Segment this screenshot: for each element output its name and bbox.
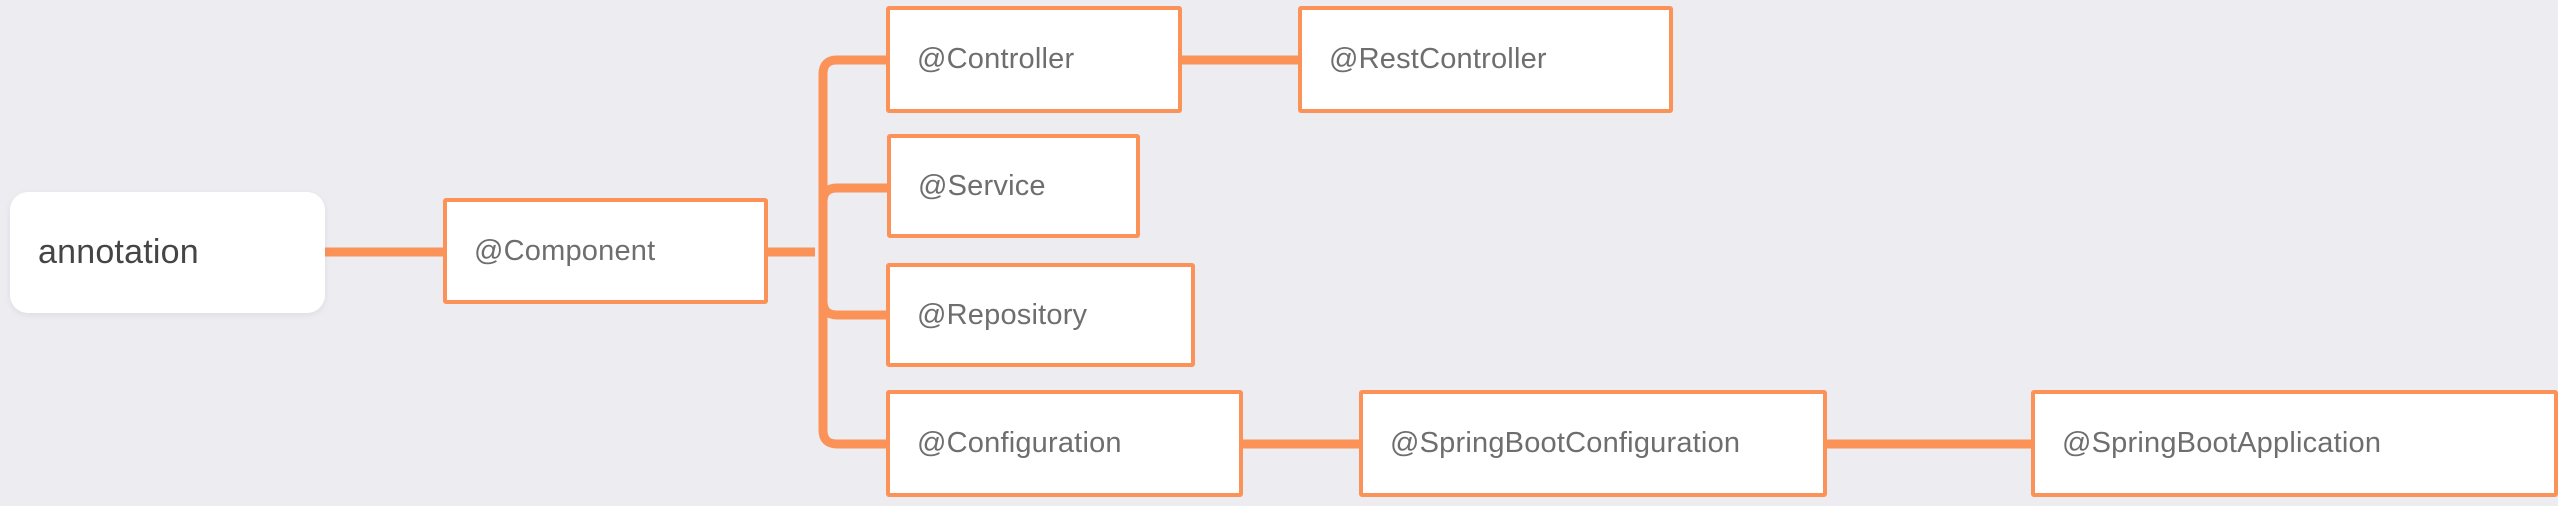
node-label-repository: @Repository [917,298,1088,331]
node-label-springbootapplication: @SpringBootApplication [2062,427,2382,459]
node-label-restcontroller: @RestController [1329,43,1547,75]
edge-component-configuration [818,252,890,449]
node-springbootapplication[interactable]: @SpringBootApplication [2031,390,2558,497]
node-label-service: @Service [918,169,1046,202]
node-annotation[interactable]: annotation [10,192,325,313]
edge-component-repository [818,252,890,320]
node-label-springbootconfiguration: @SpringBootConfiguration [1390,427,1741,459]
node-repository[interactable]: @Repository [886,263,1195,367]
node-configuration[interactable]: @Configuration [886,390,1243,497]
edge-trunk-vertical-up [818,55,890,252]
node-label-configuration: @Configuration [917,427,1122,459]
node-label-annotation: annotation [38,233,199,271]
node-restcontroller[interactable]: @RestController [1298,6,1673,113]
node-label-controller: @Controller [917,43,1075,75]
node-label-component: @Component [474,234,656,267]
node-springbootconfiguration[interactable]: @SpringBootConfiguration [1359,390,1827,497]
edge-component-service [818,183,891,252]
node-controller[interactable]: @Controller [886,6,1182,113]
node-service[interactable]: @Service [887,134,1140,238]
node-component[interactable]: @Component [443,198,768,304]
